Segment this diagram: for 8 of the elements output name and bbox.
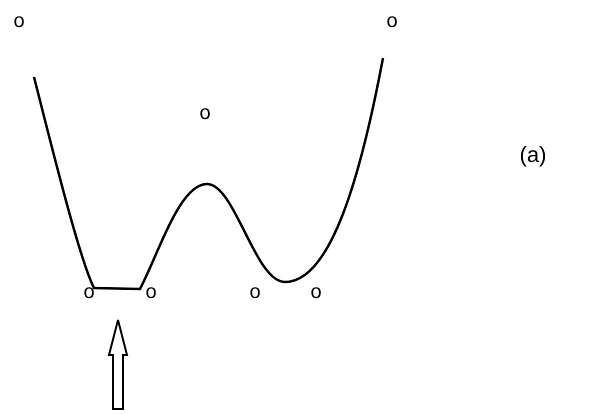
point-label: o bbox=[386, 11, 398, 31]
panel-label: (a) bbox=[520, 144, 546, 166]
point-label: o bbox=[199, 103, 211, 123]
point-label: o bbox=[249, 282, 261, 302]
point-label: o bbox=[145, 282, 157, 302]
point-label: o bbox=[13, 11, 25, 31]
point-label: o bbox=[310, 282, 322, 302]
point-label: o bbox=[83, 282, 95, 302]
